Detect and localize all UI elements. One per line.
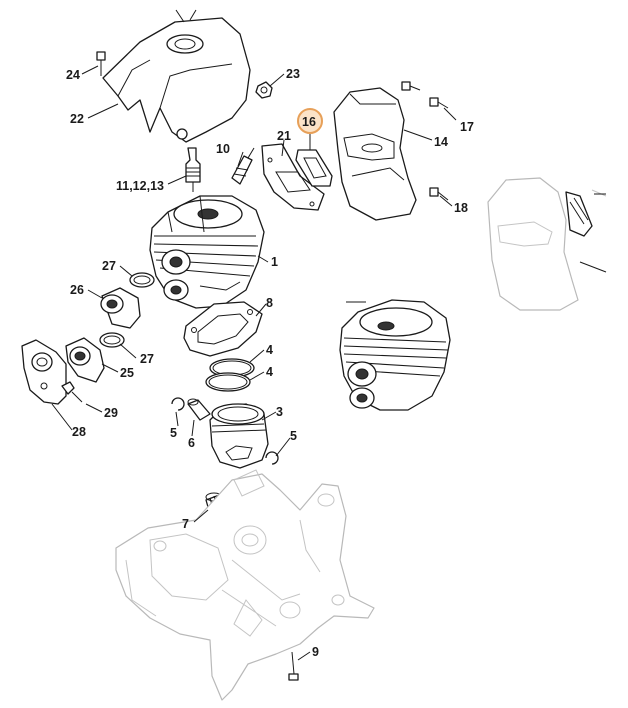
callout-27-upper[interactable]: 27 [102,259,116,273]
callouts: 24 22 23 16 21 10 11,12,13 17 14 18 1 27… [66,67,474,659]
callout-6[interactable]: 6 [188,436,195,450]
callout-4-upper[interactable]: 4 [266,343,273,357]
callout-8[interactable]: 8 [266,296,273,310]
callout-1[interactable]: 1 [271,255,278,269]
callout-4-lower[interactable]: 4 [266,365,273,379]
spark-plug-part[interactable] [185,147,201,192]
nut-23-part[interactable] [255,81,273,99]
screw-17-part[interactable] [401,81,449,109]
callout-7[interactable]: 7 [182,517,189,531]
callout-14[interactable]: 14 [434,135,448,149]
hose-clamp-27b-part[interactable] [99,332,125,348]
callout-27-lower[interactable]: 27 [140,352,154,366]
piston-part[interactable] [209,403,269,469]
heat-shield-plate-part[interactable] [261,143,325,211]
callout-23[interactable]: 23 [286,67,300,81]
callout-3[interactable]: 3 [276,405,283,419]
screw-24-part[interactable] [96,51,106,76]
callout-10[interactable]: 10 [216,142,230,156]
callout-24[interactable]: 24 [66,68,80,82]
carburetor-flange-part[interactable] [65,337,105,383]
callout-25[interactable]: 25 [120,366,134,380]
screw-18-part[interactable] [429,187,449,201]
piston-ring-lower-part[interactable] [205,372,251,392]
circlip-5a-part[interactable] [171,397,185,411]
spark-connector-part[interactable] [231,147,255,185]
leader-lines [51,65,607,661]
cylinder-part[interactable] [149,195,265,309]
intake-bracket-part[interactable] [21,339,67,405]
hose-clamp-27a-part[interactable] [129,272,155,288]
callout-16-highlight[interactable]: 16 [297,108,323,134]
callout-18[interactable]: 18 [454,201,468,215]
circlip-5b-part[interactable] [265,451,279,465]
callout-28[interactable]: 28 [72,425,86,439]
callout-9[interactable]: 9 [312,645,319,659]
ghost-muffler-assembly [487,177,607,311]
callout-5-right[interactable]: 5 [290,429,297,443]
callout-29[interactable]: 29 [104,406,118,420]
cylinder-base-gasket-part[interactable] [183,301,263,357]
shroud-part[interactable] [102,9,251,143]
crankcase-ghost [115,469,375,701]
muffler-gasket-part[interactable] [295,149,333,187]
callout-22[interactable]: 22 [70,112,84,126]
screw-9-part[interactable] [288,651,299,681]
muffler-part[interactable] [333,87,417,221]
callout-17[interactable]: 17 [460,120,474,134]
screw-29-part[interactable] [61,381,83,403]
callout-21[interactable]: 21 [277,129,291,143]
piston-pin-part[interactable] [187,398,211,421]
callout-5-left[interactable]: 5 [170,426,177,440]
callout-11-12-13[interactable]: 11,12,13 [116,179,164,193]
intake-manifold-part[interactable] [100,287,141,329]
cylinder-assembly-ghost [339,299,451,411]
callout-16[interactable]: 16 [302,115,316,129]
callout-26[interactable]: 26 [70,283,84,297]
